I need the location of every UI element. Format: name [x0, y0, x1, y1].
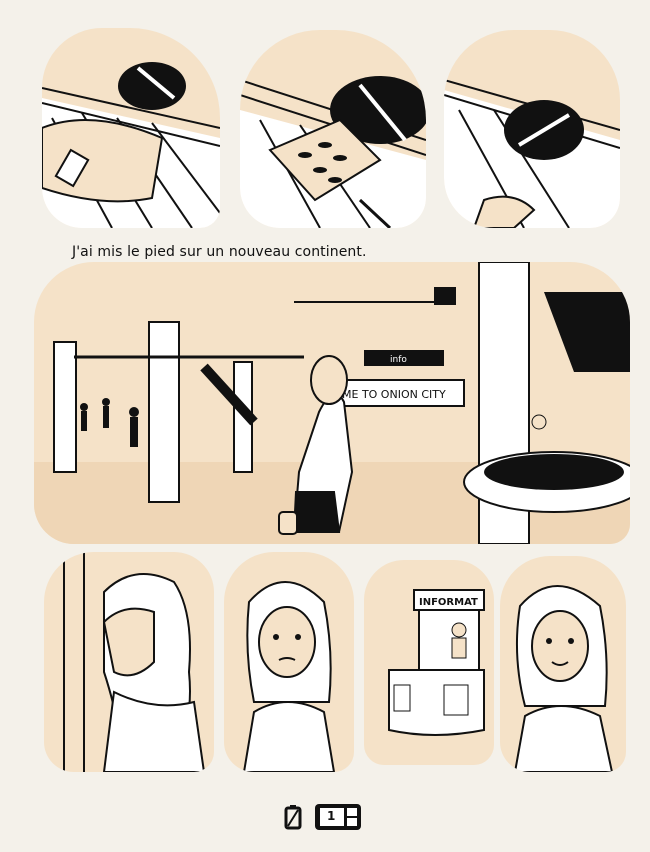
luggage-carousel-art-2 — [240, 30, 426, 228]
panel-luggage-1 — [42, 28, 220, 228]
panel-girl-smile — [500, 556, 626, 772]
luggage-carousel-art-1 — [42, 28, 220, 228]
welcome-banner-text: ME TO ONION CITY — [342, 388, 446, 401]
page-footer: 1 — [282, 803, 362, 831]
panel-girl-front — [224, 552, 354, 772]
panel-info-booth: INFORMAT — [364, 560, 494, 765]
narration-caption: J'ai mis le pied sur un nouveau continen… — [72, 244, 367, 260]
luggage-carousel-art-3 — [444, 30, 620, 228]
girl-profile-art — [44, 552, 214, 772]
overhead-sign-text: info — [390, 355, 407, 365]
girl-smile-art — [500, 556, 626, 772]
page-number-badge: 1 — [314, 803, 362, 831]
airport-hall-art: info ME TO ONION CITY — [34, 262, 630, 544]
info-booth-sign: INFORMAT — [419, 597, 478, 608]
girl-front-art — [224, 552, 354, 772]
panel-luggage-3 — [444, 30, 620, 228]
info-booth-art: INFORMAT — [364, 560, 494, 765]
page-number: 1 — [327, 809, 336, 823]
panel-girl-profile — [44, 552, 214, 772]
panel-airport-hall: info ME TO ONION CITY — [34, 262, 630, 544]
panel-luggage-2 — [240, 30, 426, 228]
battery-icon — [284, 805, 302, 830]
